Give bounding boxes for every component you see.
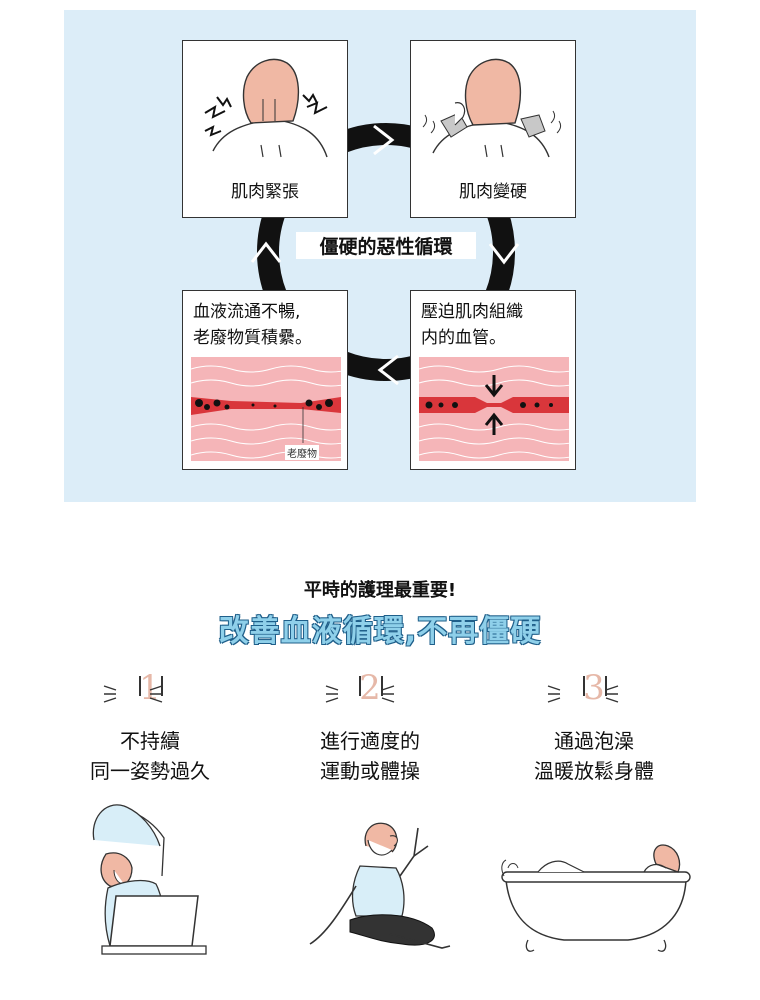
subtitle: 平時的護理最重要! — [303, 580, 457, 601]
bathtub-illustration — [501, 844, 691, 952]
waste-label: 老廢物 — [285, 445, 319, 460]
box-muscle-tension-label: 肌肉緊張 — [231, 182, 299, 202]
tip-line: 不持續 — [120, 729, 180, 753]
tip-number: 2 — [359, 668, 383, 708]
tip-3: 3 通過泡澡 溫暖放鬆身體 — [484, 668, 704, 786]
yoga-woman-illustration — [309, 822, 451, 949]
text-line: 壓迫肌肉組織 — [421, 302, 523, 322]
shoulder-stiff-illustration — [422, 58, 562, 158]
tip-line: 同一姿勢過久 — [90, 759, 210, 783]
tip-number: 3 — [583, 668, 607, 708]
box-vessel-compression-text: 壓迫肌肉組織 内的血管。 — [421, 299, 523, 351]
box-poor-circulation-text: 血液流通不暢, 老廢物質積纍。 — [193, 299, 312, 351]
box-muscle-stiff-label: 肌肉變硬 — [459, 182, 527, 202]
tip-2: 2 進行適度的 運動或體操 — [260, 668, 480, 786]
box-poor-circulation: 血液流通不暢, 老廢物質積纍。 老廢物 — [182, 290, 348, 470]
text-line: 老廢物質積纍。 — [193, 328, 312, 348]
blood-vessel-waste-illustration — [191, 357, 341, 461]
cycle-ring — [250, 123, 520, 386]
tip-1: 1 不持續 同一姿勢過久 — [40, 668, 260, 786]
tip-line: 運動或體操 — [320, 759, 420, 783]
main-title: 改善血液循環,不再僵硬 — [218, 614, 542, 649]
box-muscle-stiff: 肌肉變硬 — [410, 40, 576, 218]
text-line: 内的血管。 — [421, 328, 506, 348]
compressed-vessel-illustration — [419, 357, 569, 461]
vicious-cycle-label: 僵硬的惡性循環 — [296, 232, 476, 259]
tip-line: 溫暖放鬆身體 — [534, 759, 654, 783]
sparkle-marks — [103, 685, 619, 703]
shoulder-tension-illustration — [204, 58, 328, 158]
stretching-woman-illustration — [92, 804, 207, 955]
box-muscle-tension: 肌肉緊張 — [182, 40, 348, 218]
box-vessel-compression: 壓迫肌肉組織 内的血管。 — [410, 290, 576, 470]
tip-line: 通過泡澡 — [554, 729, 634, 753]
text-line: 血液流通不暢, — [193, 302, 301, 322]
tip-line: 進行適度的 — [320, 729, 420, 753]
